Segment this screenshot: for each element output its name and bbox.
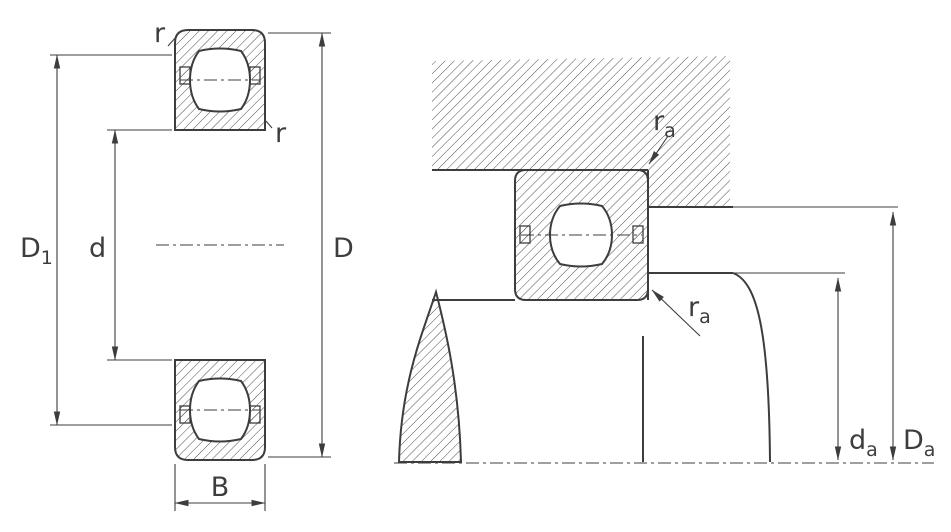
cage-section-top-left [179,66,191,85]
shaft-shoulder-curve [732,272,771,463]
label-D1: D1 [20,233,53,269]
label-D: D [333,233,354,264]
label-d: d [89,233,106,264]
label-r-outer: r [154,18,166,49]
cage-section-bottom-left [179,405,191,424]
label-B: B [211,472,230,503]
shaft-section-hatch [397,288,463,463]
label-ra-housing: ra [653,106,676,142]
leader-r-outer [167,35,178,47]
label-da: da [849,425,878,461]
label-ra-shaft: ra [688,292,711,328]
cage-section-top-right [249,66,261,85]
cage-section-right [632,225,644,244]
label-Da: Da [903,425,935,461]
bearing-mounting-view: ra ra da Da [394,56,935,464]
leader-ra-shaft [651,289,701,337]
bearing-cross-section-view: D1 d D B r r [20,18,354,511]
cage-section-bottom-right [249,405,261,424]
leader-ra-housing [648,135,669,165]
leader-r-inner [265,120,273,129]
label-r-inner: r [275,118,287,149]
